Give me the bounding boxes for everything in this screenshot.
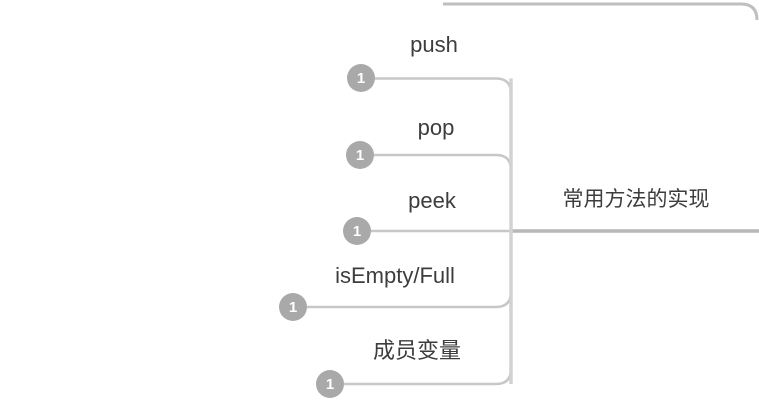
topic-parent-label[interactable]: 常用方法的实现 [562,188,710,211]
topic-member-vars-label[interactable]: 成员变量 [372,338,462,363]
topic-pop-label[interactable]: pop [417,115,455,140]
priority-badge-isempty[interactable]: 1 [279,293,307,321]
topic-isempty-label[interactable]: isEmpty/Full [335,263,455,288]
topic-peek-label[interactable]: peek [408,188,456,213]
priority-badge-pop[interactable]: 1 [346,141,374,169]
priority-badge-peek[interactable]: 1 [343,217,371,245]
priority-badge-push[interactable]: 1 [347,64,375,92]
priority-badge-member-vars[interactable]: 1 [316,370,344,398]
connector-sibling-top [443,2,759,21]
topic-push-label[interactable]: push [410,32,458,57]
